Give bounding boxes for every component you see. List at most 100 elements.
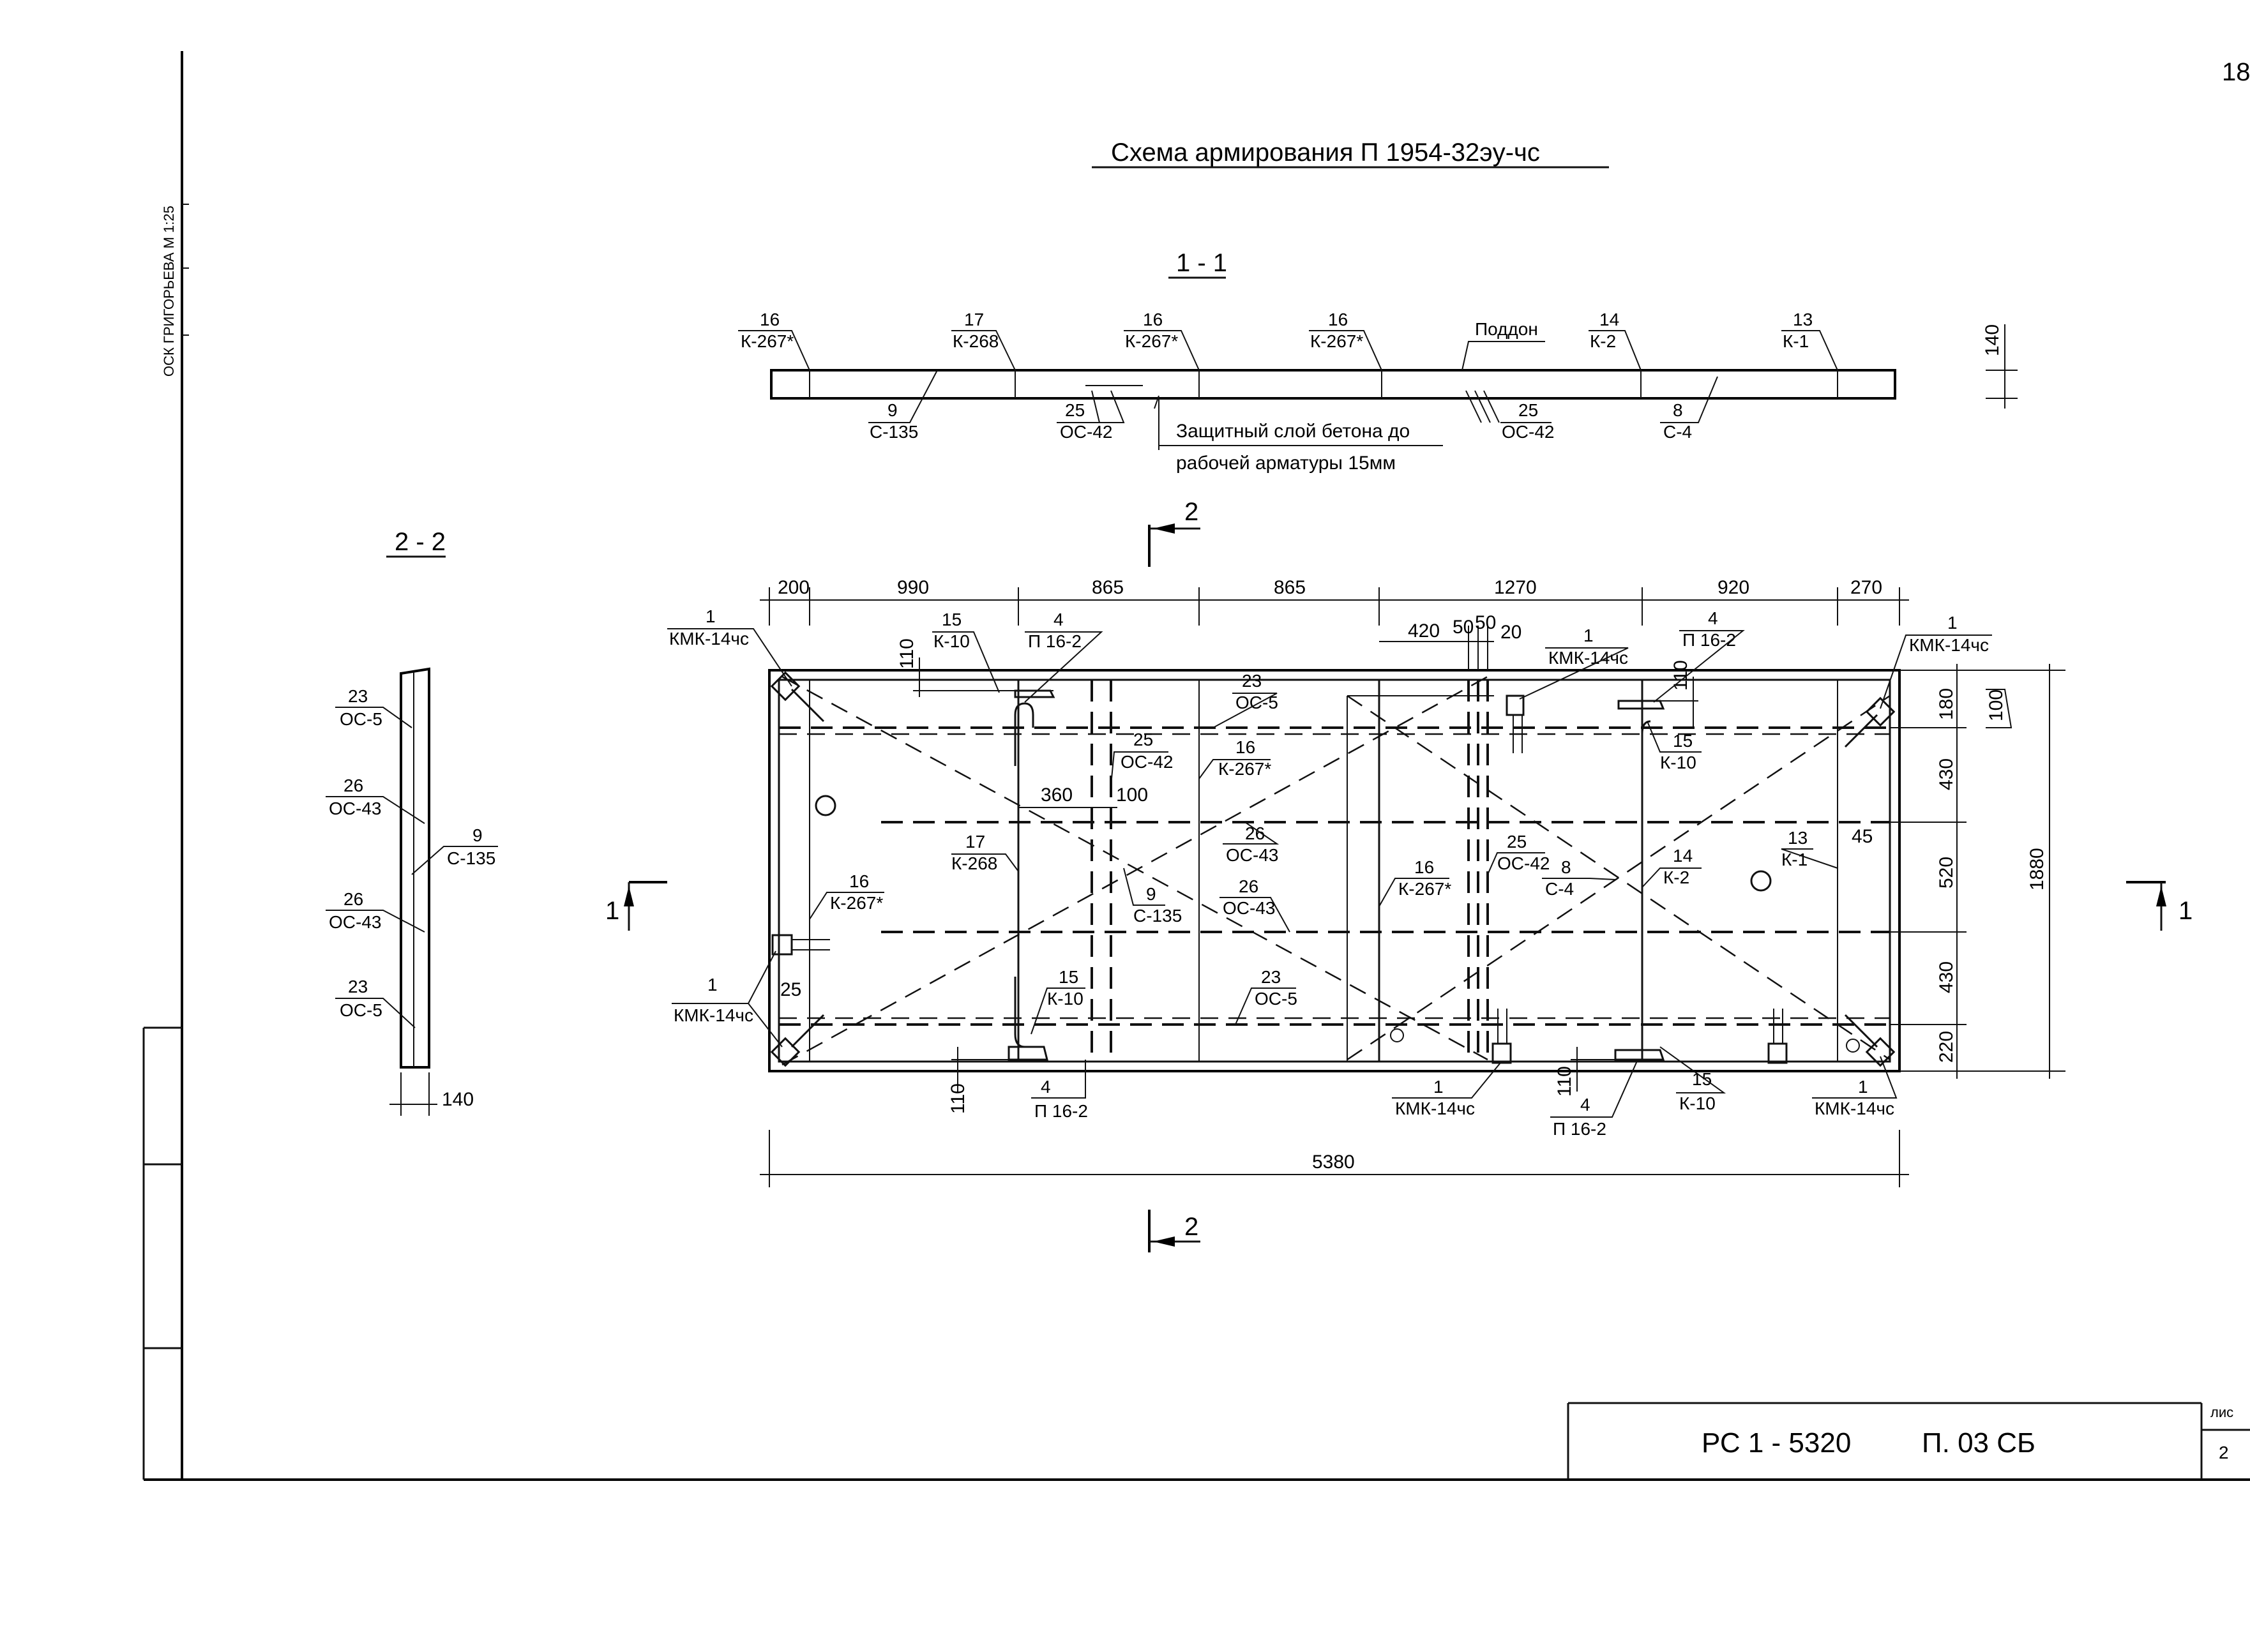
section-2-2-title: 2 - 2	[395, 528, 446, 556]
svg-text:220: 220	[1936, 1031, 1957, 1063]
svg-text:ОС-5: ОС-5	[1255, 989, 1297, 1009]
svg-text:110: 110	[948, 1083, 969, 1114]
svg-text:ОС-43: ОС-43	[329, 912, 381, 932]
svg-text:ОС-5: ОС-5	[340, 709, 382, 729]
svg-text:45: 45	[1852, 826, 1873, 847]
svg-text:50: 50	[1453, 617, 1474, 638]
svg-text:К-267*: К-267*	[1310, 331, 1363, 351]
svg-text:50: 50	[1475, 612, 1496, 633]
svg-text:ОС-42: ОС-42	[1121, 752, 1173, 772]
svg-text:23: 23	[1242, 671, 1262, 691]
lbl-kmk-bl: 1 КМК-14чс	[672, 950, 783, 1048]
svg-text:16: 16	[1143, 310, 1163, 329]
svg-text:КМК-14чс: КМК-14чс	[1395, 1099, 1475, 1118]
svg-text:С-4: С-4	[1545, 879, 1574, 899]
lbl-c4: 8 С-4	[1542, 857, 1616, 899]
lbl-p162-tr: 4 П 16-2	[1653, 608, 1745, 703]
svg-text:Защитный слой бетона до: Защитный слой бетона до	[1176, 421, 1410, 442]
svg-text:К-267*: К-267*	[1218, 759, 1271, 779]
svg-text:16: 16	[760, 310, 780, 329]
lbl-os5-b: 23 ОС-5	[1235, 967, 1297, 1025]
svg-text:17: 17	[964, 310, 984, 329]
svg-text:1: 1	[1858, 1077, 1868, 1097]
leader-poddon: Поддон	[1461, 319, 1545, 371]
lbl-os42: 25 ОС-42	[1110, 730, 1173, 786]
svg-text:360: 360	[1041, 785, 1073, 806]
lbl-kmk-bm: 1 КМК-14чс	[1392, 1062, 1501, 1118]
svg-text:4: 4	[1053, 610, 1064, 629]
svg-text:ОС-43: ОС-43	[329, 799, 381, 818]
svg-text:К-267*: К-267*	[741, 331, 794, 351]
svg-text:110: 110	[1554, 1066, 1575, 1097]
svg-text:9: 9	[1146, 884, 1156, 904]
svg-text:8: 8	[1673, 400, 1683, 420]
sheet-code: П. 03 СБ	[1922, 1427, 2035, 1459]
svg-text:25: 25	[1065, 400, 1085, 420]
protective-layer-note: Защитный слой бетона до рабочей арматуры…	[1154, 395, 1443, 474]
lbl-k1: 13 К-1	[1781, 828, 1838, 869]
svg-text:20: 20	[1500, 622, 1521, 643]
svg-text:ОС-43: ОС-43	[1226, 845, 1278, 865]
svg-text:С-135: С-135	[1133, 906, 1182, 926]
svg-text:1270: 1270	[1494, 577, 1537, 598]
svg-text:26: 26	[1239, 876, 1258, 896]
svg-text:П 16-2: П 16-2	[1682, 630, 1736, 650]
svg-text:1880: 1880	[2027, 848, 2048, 890]
svg-text:9: 9	[887, 400, 898, 420]
lbl-kmk-br: 1 КМК-14чс	[1812, 1056, 1898, 1118]
lbl-k10-tr: 15 К-10	[1647, 721, 1702, 772]
lbl-k2: 14 К-2	[1642, 846, 1702, 888]
leader-17: 17 К-268	[951, 310, 1016, 371]
svg-text:8: 8	[1561, 857, 1571, 877]
svg-text:23: 23	[348, 977, 368, 996]
lbl-c135: 9 С-135	[1123, 867, 1182, 926]
svg-text:990: 990	[897, 577, 929, 598]
drawing-title: Схема армирования П 1954-32эу-чс	[1111, 139, 1540, 167]
lbl-p162-t: 4 П 16-2	[1024, 610, 1103, 703]
svg-text:25: 25	[1133, 730, 1153, 749]
svg-text:К-1: К-1	[1783, 331, 1809, 351]
svg-text:С-135: С-135	[447, 848, 495, 868]
svg-text:1: 1	[2178, 897, 2193, 925]
svg-text:КМК-14чс: КМК-14чс	[1815, 1099, 1894, 1118]
lbl-os42r: 25 ОС-42	[1487, 832, 1550, 875]
page-number: 18	[2222, 58, 2250, 86]
leader-9: 9 С-135	[868, 370, 938, 442]
svg-text:С-4: С-4	[1663, 422, 1692, 442]
lbl-os5-t: 23 ОС-5	[1212, 671, 1278, 728]
svg-text:С-135: С-135	[870, 422, 918, 442]
svg-text:рабочей арматуры 15мм: рабочей арматуры 15мм	[1176, 453, 1396, 474]
svg-text:100: 100	[1116, 785, 1148, 806]
svg-text:КМК-14чс: КМК-14чс	[1548, 648, 1628, 668]
svg-text:26: 26	[344, 776, 363, 795]
svg-text:16: 16	[1235, 737, 1255, 757]
lbl-k267-l: 16 К-267*	[809, 871, 884, 920]
lbl-k10-bl: 15 К-10	[1031, 967, 1085, 1035]
svg-text:К-267*: К-267*	[830, 893, 883, 913]
leader-14: 14 К-2	[1589, 310, 1642, 371]
right-dimension-chain: 180 430 520 430 220 1880 100	[1890, 664, 2065, 1079]
leader-16a: 16 К-267*	[738, 310, 810, 371]
svg-text:ОС-42: ОС-42	[1502, 422, 1554, 442]
svg-text:270: 270	[1850, 577, 1882, 598]
section-1-1-title: 1 - 1	[1176, 249, 1227, 277]
svg-text:4: 4	[1708, 608, 1718, 628]
svg-text:865: 865	[1274, 577, 1306, 598]
svg-text:16: 16	[849, 871, 869, 891]
svg-text:2: 2	[1184, 498, 1198, 526]
drawing-code: РС 1 - 5320	[1702, 1427, 1851, 1459]
sheet-number: 2	[2219, 1443, 2229, 1462]
svg-text:100: 100	[1986, 689, 2007, 721]
svg-text:140: 140	[442, 1089, 474, 1110]
leader-16b: 16 К-267*	[1124, 310, 1200, 371]
svg-text:25: 25	[1507, 832, 1527, 852]
lbl-p162-br: 4 П 16-2	[1550, 1059, 1638, 1139]
svg-text:К-10: К-10	[1679, 1093, 1716, 1113]
svg-text:16: 16	[1414, 857, 1434, 877]
s22-leader-26b: 26 ОС-43	[326, 889, 425, 933]
cut-1-left: 1	[605, 881, 667, 931]
lbl-p162-bl: 4 П 16-2	[1031, 1060, 1088, 1121]
dim-140-s11: 140	[1982, 324, 2003, 356]
svg-text:К-268: К-268	[951, 853, 997, 873]
